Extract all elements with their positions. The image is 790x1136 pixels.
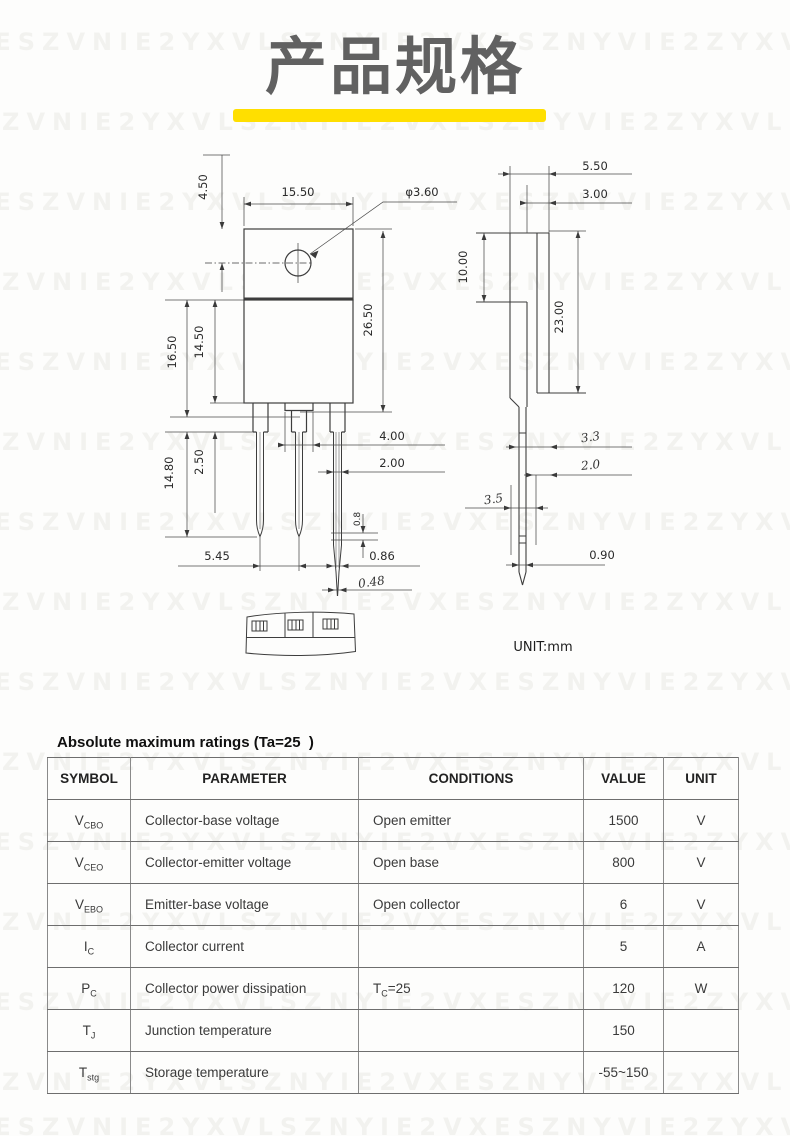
col-header-unit: UNIT bbox=[663, 757, 739, 800]
conditions-cell bbox=[358, 925, 584, 968]
unit-cell bbox=[663, 1009, 739, 1052]
conditions-cell: TC=25 bbox=[358, 967, 584, 1010]
conditions-cell: Open emitter bbox=[358, 799, 584, 842]
col-header-symbol: SYMBOL bbox=[47, 757, 131, 800]
conditions-cell bbox=[358, 1009, 584, 1052]
parameter-cell: Collector-base voltage bbox=[130, 799, 359, 842]
title-underline-bar bbox=[233, 109, 546, 122]
parameter-cell: Emitter-base voltage bbox=[130, 883, 359, 926]
unit-cell: V bbox=[663, 841, 739, 884]
dim-0-8: 0.8 bbox=[353, 512, 363, 527]
dim-3-5: 3.5 bbox=[483, 491, 504, 508]
value-cell: 150 bbox=[583, 1009, 664, 1052]
watermark-row: YESZVNIE2YXVLSZNYIE2VXESZNYVIE2ZYXVLSZNY… bbox=[0, 668, 790, 696]
bottom-view bbox=[245, 611, 357, 656]
dim-0-86: 0.86 bbox=[369, 549, 395, 563]
watermark-row: YESZVNIE2YXVLSZNYIE2VXESZNYVIE2ZYXVLSZNY… bbox=[0, 348, 790, 376]
dim-2-00: 2.00 bbox=[379, 456, 405, 470]
value-cell: 5 bbox=[583, 925, 664, 968]
dimension-arrows bbox=[184, 171, 581, 593]
conditions-cell: Open base bbox=[358, 841, 584, 884]
page-title: 产品规格 bbox=[264, 30, 525, 103]
value-cell: -55~150 bbox=[583, 1051, 664, 1094]
table-row: VCEO Collector-emitter voltage Open base… bbox=[47, 841, 739, 884]
conditions-cell: Open collector bbox=[358, 883, 584, 926]
dim-5-45: 5.45 bbox=[204, 549, 230, 563]
table-row: VCBO Collector-base voltage Open emitter… bbox=[47, 799, 739, 842]
unit-cell: V bbox=[663, 799, 739, 842]
dim-16-50: 16.50 bbox=[165, 336, 179, 369]
dim-4-00: 4.00 bbox=[379, 429, 405, 443]
table-row: IC Collector current 5 A bbox=[47, 925, 739, 968]
conditions-cell bbox=[358, 1051, 584, 1094]
col-header-parameter: PARAMETER bbox=[130, 757, 359, 800]
value-cell: 800 bbox=[583, 841, 664, 884]
table-row: PC Collector power dissipation TC=25 120… bbox=[47, 967, 739, 1010]
dim-14-50: 14.50 bbox=[192, 326, 206, 359]
package-outline-drawing: 4.50 15.50 φ3.60 26.50 16.50 14.50 14.80… bbox=[162, 154, 632, 656]
watermark-row: YESZVNIE2YXVLSZNYIE2VXESZNYVIE2ZYXVLSZNY… bbox=[0, 428, 790, 456]
parameter-cell: Collector power dissipation bbox=[130, 967, 359, 1010]
dim-4-50: 4.50 bbox=[196, 174, 210, 200]
symbol-cell: VCEO bbox=[47, 841, 131, 884]
symbol-cell: VCBO bbox=[47, 799, 131, 842]
unit-cell: V bbox=[663, 883, 739, 926]
watermark-row: YESZVNIE2YXVLSZNYIE2VXESZNYVIE2ZYXVLSZNY… bbox=[0, 268, 790, 296]
table-header-row: SYMBOL PARAMETER CONDITIONS VALUE UNIT bbox=[47, 757, 739, 800]
unit-cell bbox=[663, 1051, 739, 1094]
parameter-cell: Junction temperature bbox=[130, 1009, 359, 1052]
value-cell: 1500 bbox=[583, 799, 664, 842]
absolute-maximum-ratings-table: SYMBOL PARAMETER CONDITIONS VALUE UNIT V… bbox=[47, 757, 739, 1094]
table-row: Tstg Storage temperature -55~150 bbox=[47, 1051, 739, 1094]
watermark-row: YESZVNIE2YXVLSZNYIE2VXESZNYVIE2ZYXVLSZNY… bbox=[0, 28, 790, 56]
dim-0-90: 0.90 bbox=[589, 548, 615, 562]
symbol-cell: VEBO bbox=[47, 883, 131, 926]
symbol-cell: Tstg bbox=[47, 1051, 131, 1094]
front-view bbox=[205, 228, 354, 597]
value-cell: 6 bbox=[583, 883, 664, 926]
dim-2-0: 2.0 bbox=[579, 457, 601, 473]
dim-26-50: 26.50 bbox=[361, 304, 375, 337]
ratings-table-title: Absolute maximum ratings (Ta=25 ) bbox=[57, 734, 314, 751]
dim-10-00: 10.00 bbox=[456, 251, 470, 284]
unit-cell: W bbox=[663, 967, 739, 1010]
col-header-conditions: CONDITIONS bbox=[358, 757, 584, 800]
table-row: VEBO Emitter-base voltage Open collector… bbox=[47, 883, 739, 926]
col-header-value: VALUE bbox=[583, 757, 664, 800]
dimension-labels: 4.50 15.50 φ3.60 26.50 16.50 14.50 14.80… bbox=[162, 159, 615, 655]
dim-0-48: 0.48 bbox=[357, 573, 386, 591]
unit-cell: A bbox=[663, 925, 739, 968]
dim-5-50: 5.50 bbox=[582, 159, 608, 173]
side-view bbox=[476, 232, 586, 586]
symbol-cell: TJ bbox=[47, 1009, 131, 1052]
parameter-cell: Collector-emitter voltage bbox=[130, 841, 359, 884]
dim-3-00: 3.00 bbox=[582, 187, 608, 201]
value-cell: 120 bbox=[583, 967, 664, 1010]
symbol-cell: IC bbox=[47, 925, 131, 968]
symbol-cell: PC bbox=[47, 967, 131, 1010]
table-row: TJ Junction temperature 150 bbox=[47, 1009, 739, 1052]
unit-note: UNIT:mm bbox=[513, 640, 572, 655]
watermark-row: YESZVNIE2YXVLSZNYIE2VXESZNYVIE2ZYXVLSZNY… bbox=[0, 588, 790, 616]
dim-15-50: 15.50 bbox=[282, 185, 315, 199]
dim-3-3: 3.3 bbox=[580, 429, 601, 446]
dim-2-50: 2.50 bbox=[192, 449, 206, 475]
watermark-row: YESZVNIE2YXVLSZNYIE2VXESZNYVIE2ZYXVLSZNY… bbox=[0, 1113, 790, 1136]
parameter-cell: Collector current bbox=[130, 925, 359, 968]
parameter-cell: Storage temperature bbox=[130, 1051, 359, 1094]
dim-hole-3-60: φ3.60 bbox=[405, 185, 438, 199]
watermark-row: YESZVNIE2YXVLSZNYIE2VXESZNYVIE2ZYXVLSZNY… bbox=[0, 508, 790, 536]
dim-23-00: 23.00 bbox=[552, 301, 566, 334]
dim-14-80: 14.80 bbox=[162, 457, 176, 490]
pin-cross-sections bbox=[251, 618, 339, 632]
dimension-lines bbox=[165, 154, 632, 591]
